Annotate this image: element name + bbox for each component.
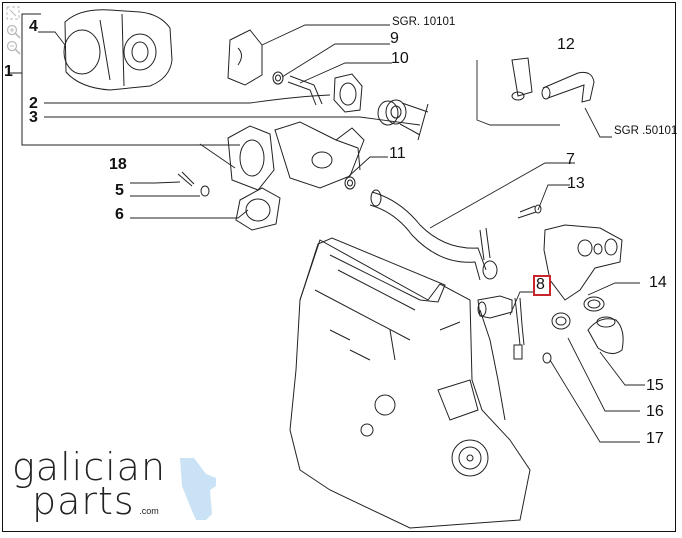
callout-11[interactable]: 11	[389, 145, 406, 162]
sensor-part	[477, 295, 525, 360]
group-bracket	[10, 13, 240, 146]
callout-7[interactable]: 7	[566, 151, 575, 168]
callout-17[interactable]: 17	[646, 430, 664, 447]
clamp-part	[583, 296, 605, 312]
leader-lines	[38, 24, 645, 443]
logo-line-1: galician	[12, 445, 167, 489]
cover-plate	[227, 29, 263, 86]
oring-part	[344, 176, 356, 190]
diagram-frame	[2, 2, 676, 532]
callout-9[interactable]: 9	[390, 30, 399, 47]
bolt-part	[177, 171, 195, 187]
thermostat-housing	[227, 121, 365, 191]
zoom-in-button[interactable]	[6, 24, 21, 39]
callout-8[interactable]: 8	[536, 276, 545, 293]
clamp-part	[551, 312, 571, 330]
engine-block	[289, 237, 531, 529]
nut-part	[200, 185, 210, 197]
expand-icon	[6, 6, 20, 20]
car-silhouette-icon	[180, 458, 216, 520]
logo-suffix: .com	[139, 506, 159, 516]
callout-5[interactable]: 5	[115, 182, 124, 199]
callout-16[interactable]: 16	[646, 403, 664, 420]
plug-part	[542, 352, 552, 364]
pipe-part	[511, 57, 533, 101]
reference-sgr-10101[interactable]: SGR. 10101	[392, 16, 456, 28]
zoom-in-icon	[6, 24, 21, 39]
callout-18[interactable]: 18	[109, 156, 127, 173]
callout-6[interactable]: 6	[115, 206, 124, 223]
gasket-part	[333, 73, 363, 113]
coolant-pipe	[369, 189, 498, 281]
flange-part	[377, 99, 429, 141]
gasket-part	[235, 187, 281, 231]
bolt-part	[517, 204, 542, 219]
hose-part	[541, 71, 595, 103]
seal-part	[272, 71, 284, 85]
callout-12[interactable]: 12	[557, 36, 575, 53]
logo-line-2: parts	[32, 479, 135, 523]
callout-13[interactable]: 13	[567, 175, 585, 192]
reference-sgr-50101[interactable]: SGR .50101	[614, 125, 678, 137]
callout-10[interactable]: 10	[391, 50, 409, 67]
callout-4[interactable]: 4	[29, 18, 38, 35]
hose-part	[587, 316, 624, 354]
callout-15[interactable]: 15	[646, 377, 664, 394]
galicianparts-logo: galician parts .com	[12, 445, 216, 523]
callout-2[interactable]: 2	[29, 95, 38, 112]
outlet-housing	[543, 224, 623, 301]
pipe-part	[287, 75, 323, 106]
callout-3[interactable]: 3	[29, 109, 38, 126]
highlight-box	[533, 275, 551, 296]
housing-part	[63, 9, 173, 91]
callout-1[interactable]: 1	[4, 63, 13, 80]
fit-screen-button[interactable]	[6, 6, 20, 20]
zoom-out-icon	[6, 40, 21, 55]
zoom-out-button[interactable]	[6, 40, 21, 55]
callout-14[interactable]: 14	[649, 274, 667, 291]
